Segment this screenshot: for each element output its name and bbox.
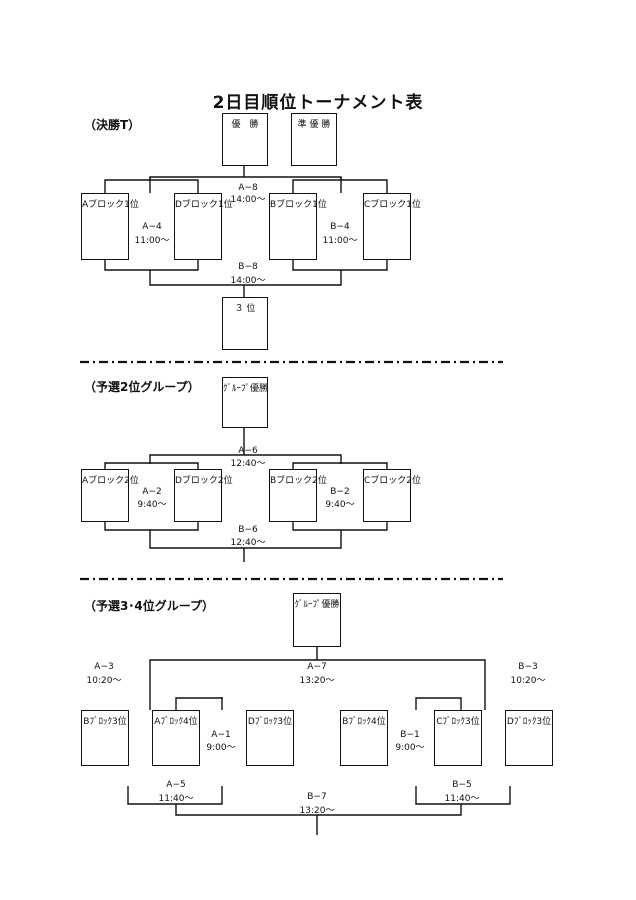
match-time-b3: 10:20〜 [510, 676, 546, 686]
match-time-a7: 13:20〜 [299, 676, 335, 686]
team-box: Dﾌﾞﾛｯｸ3位 [246, 710, 294, 766]
match-label-b4: B−4 [330, 222, 350, 232]
team-box: Dブロック2位 [174, 469, 233, 522]
match-time-b5: 11:40〜 [444, 794, 480, 804]
team-box: Cﾌﾞﾛｯｸ3位 [434, 710, 482, 766]
team-label: Bブロック2位 [270, 476, 327, 486]
runner-up-label: 準 優 勝 [297, 120, 331, 130]
team-box: Dﾌﾞﾛｯｸ3位 [505, 710, 553, 766]
team-box: Bﾌﾞﾛｯｸ4位 [340, 710, 388, 766]
team-box: Cブロック1位 [363, 193, 422, 260]
champion-box: 優 勝 [222, 113, 268, 166]
team-label: Bﾌﾞﾛｯｸ4位 [342, 717, 386, 727]
match-label-a7: A−7 [307, 662, 327, 672]
team-label: Cブロック1位 [364, 200, 422, 210]
section-heading-final: （決勝T） [84, 118, 141, 132]
match-label-b6: B−6 [238, 525, 258, 535]
team-label: Bブロック1位 [270, 200, 327, 210]
runner-up-box: 準 優 勝 [291, 113, 337, 166]
match-label-b1: B−1 [400, 730, 420, 740]
match-label-a8: A−8 [238, 183, 258, 193]
match-time-b6: 12:40〜 [230, 538, 266, 548]
third-place-label: ３ 位 [234, 304, 256, 314]
page-title: 2日目順位トーナメント表 [212, 93, 424, 113]
group-winner-label: ｸﾞﾙｰﾌﾟ優勝 [223, 384, 269, 394]
match-time-a1: 9:00〜 [206, 743, 236, 753]
section-heading-second: （予選2位グループ） [84, 380, 200, 394]
team-box: Aブロック2位 [81, 469, 139, 522]
team-label: Bﾌﾞﾛｯｸ3位 [83, 717, 127, 727]
match-time-a8: 14:00〜 [230, 195, 266, 205]
match-time-a6: 12:40〜 [230, 459, 266, 469]
match-time-b1: 9:00〜 [395, 743, 425, 753]
match-label-a6: A−6 [238, 446, 258, 456]
match-label-b8: B−8 [238, 262, 258, 272]
champion-label: 優 勝 [231, 120, 259, 130]
match-label-a5: A−5 [166, 780, 186, 790]
team-label: Dﾌﾞﾛｯｸ3位 [247, 717, 293, 727]
third-place-box: ３ 位 [222, 297, 268, 350]
match-time-b8: 14:00〜 [230, 276, 266, 286]
group-winner-box: ｸﾞﾙｰﾌﾟ優勝 [293, 593, 341, 647]
group-winner-box: ｸﾞﾙｰﾌﾟ優勝 [222, 377, 268, 428]
team-label: Aブロック1位 [82, 200, 139, 210]
team-label: Cﾌﾞﾛｯｸ3位 [436, 717, 480, 727]
team-label: Dﾌﾞﾛｯｸ3位 [506, 717, 552, 727]
team-box: Bブロック2位 [269, 469, 327, 522]
team-box: Dブロック1位 [174, 193, 233, 260]
match-label-b7: B−7 [307, 792, 327, 802]
team-box: Aﾌﾞﾛｯｸ4位 [152, 710, 200, 766]
team-box: Bﾌﾞﾛｯｸ3位 [81, 710, 129, 766]
group-winner-label: ｸﾞﾙｰﾌﾟ優勝 [294, 600, 340, 610]
match-time-b4: 11:00〜 [322, 236, 358, 246]
match-time-a2: 9:40〜 [137, 500, 167, 510]
match-label-a2: A−2 [142, 487, 162, 497]
team-label: Aﾌﾞﾛｯｸ4位 [154, 717, 198, 727]
match-label-a4: A−4 [142, 222, 162, 232]
match-time-b2: 9:40〜 [325, 500, 355, 510]
section-heading-third-fourth: （予選3･4位グループ） [84, 599, 214, 613]
match-label-b5: B−5 [452, 780, 472, 790]
match-time-a3: 10:20〜 [86, 676, 122, 686]
match-time-a4: 11:00〜 [134, 236, 170, 246]
team-box: Aブロック1位 [81, 193, 139, 260]
match-time-a5: 11:40〜 [158, 794, 194, 804]
team-label: Aブロック2位 [82, 476, 139, 486]
match-label-b3: B−3 [518, 662, 538, 672]
match-time-b7: 13:20〜 [299, 806, 335, 816]
match-label-a1: A−1 [211, 730, 231, 740]
match-label-b2: B−2 [330, 487, 350, 497]
team-label: Dブロック1位 [175, 200, 233, 210]
team-label: Cブロック2位 [364, 476, 422, 486]
team-box: Cブロック2位 [363, 469, 422, 522]
team-box: Bブロック1位 [269, 193, 327, 260]
match-label-a3: A−3 [94, 662, 114, 672]
team-label: Dブロック2位 [175, 476, 233, 486]
